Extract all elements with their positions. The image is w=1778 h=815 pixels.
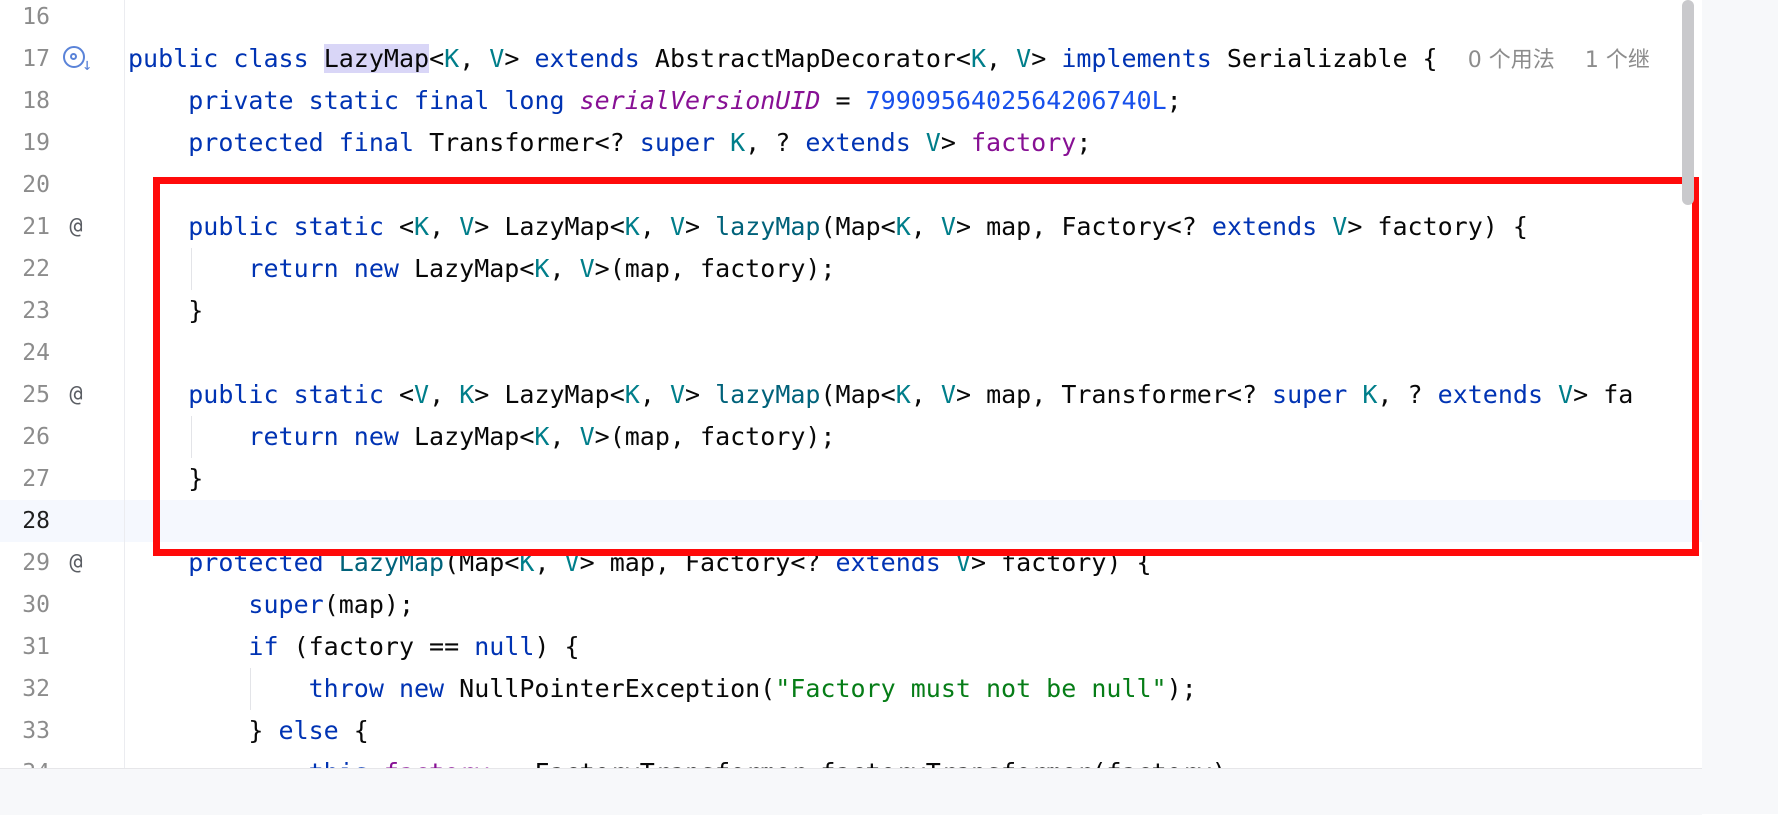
code-text: return new LazyMap<K, V>(map, factory); — [248, 254, 836, 283]
gutter-separator — [124, 0, 125, 768]
code-editor[interactable]: 16 17 ↓ public class LazyMap<K, V> exten… — [0, 0, 1702, 768]
symbol-highlight: LazyMap — [323, 44, 430, 73]
code-line-25[interactable]: 25 @ public static <V, K> LazyMap<K, V> … — [0, 374, 1702, 416]
line-number: 24 — [22, 340, 50, 366]
code-line-31[interactable]: 31 if (factory == null) { — [0, 626, 1702, 668]
line-number: 34 — [0, 752, 50, 768]
line-number: 27 — [22, 466, 50, 492]
line-number: 16 — [22, 4, 50, 30]
line-number: 21 — [22, 214, 50, 240]
line-number: 18 — [22, 88, 50, 114]
indent-guide — [191, 248, 192, 290]
indent-guide — [191, 416, 192, 458]
line-number: 22 — [22, 256, 50, 282]
line-number: 28 — [22, 508, 50, 534]
code-text: public static <V, K> LazyMap<K, V> lazyM… — [188, 380, 1634, 409]
line-number: 31 — [22, 634, 50, 660]
line-number: 20 — [22, 172, 50, 198]
code-line-23[interactable]: 23 } — [0, 290, 1702, 332]
code-text: return new LazyMap<K, V>(map, factory); — [248, 422, 836, 451]
code-line-27[interactable]: 27 } — [0, 458, 1702, 500]
code-line-19[interactable]: 19 protected final Transformer<? super K… — [0, 122, 1702, 164]
code-line-21[interactable]: 21 @ public static <K, V> LazyMap<K, V> … — [0, 206, 1702, 248]
line-number: 33 — [22, 718, 50, 744]
code-text: this.factory = FactoryTransformer.factor… — [128, 752, 1242, 768]
line-number: 30 — [22, 592, 50, 618]
line-number: 26 — [22, 424, 50, 450]
code-line-30[interactable]: 30 super(map); — [0, 584, 1702, 626]
code-line-22[interactable]: 22 return new LazyMap<K, V>(map, factory… — [0, 248, 1702, 290]
code-text: protected LazyMap(Map<K, V> map, Factory… — [188, 548, 1152, 577]
code-line-16[interactable]: 16 — [0, 0, 1702, 38]
code-line-32[interactable]: 32 throw new NullPointerException("Facto… — [0, 668, 1702, 710]
line-number: 25 — [22, 382, 50, 408]
annotation-at-icon[interactable]: @ — [69, 382, 83, 407]
implemented-class-icon[interactable]: ↓ — [63, 46, 92, 75]
line-number: 19 — [22, 130, 50, 156]
code-line-28-current[interactable]: 28 — [0, 500, 1702, 542]
vertical-scrollbar-track[interactable] — [1702, 0, 1778, 814]
code-line-20[interactable]: 20 — [0, 164, 1702, 206]
code-text: public class LazyMap<K, V> extends Abstr… — [128, 44, 1650, 73]
code-text: super(map); — [248, 590, 414, 619]
code-text: throw new NullPointerException("Factory … — [308, 674, 1197, 703]
line-number: 32 — [22, 676, 50, 702]
code-text: } — [188, 464, 204, 493]
code-text: } else { — [248, 716, 369, 745]
code-text: } — [188, 296, 204, 325]
indent-guide — [250, 668, 251, 710]
code-text: public static <K, V> LazyMap<K, V> lazyM… — [188, 212, 1528, 241]
vertical-scrollbar-thumb[interactable] — [1682, 0, 1694, 205]
line-number: 29 — [22, 550, 50, 576]
code-line-18[interactable]: 18 private static final long serialVersi… — [0, 80, 1702, 122]
code-text: private static final long serialVersionU… — [188, 86, 1182, 115]
line-number: 17 — [22, 46, 50, 72]
annotation-at-icon[interactable]: @ — [69, 550, 83, 575]
line-number: 23 — [22, 298, 50, 324]
code-line-34[interactable]: 34 this.factory = FactoryTransformer.fac… — [0, 752, 1702, 768]
implementations-hint[interactable]: 1 个继 — [1584, 48, 1650, 73]
usages-hint[interactable]: 0 个用法 — [1467, 48, 1555, 73]
code-text: if (factory == null) { — [248, 632, 580, 661]
annotation-at-icon[interactable]: @ — [69, 214, 83, 239]
code-line-33[interactable]: 33 } else { — [0, 710, 1702, 752]
code-line-24[interactable]: 24 — [0, 332, 1702, 374]
editor-bottom-strip — [0, 768, 1702, 815]
code-line-26[interactable]: 26 return new LazyMap<K, V>(map, factory… — [0, 416, 1702, 458]
code-line-29[interactable]: 29 @ protected LazyMap(Map<K, V> map, Fa… — [0, 542, 1702, 584]
code-line-17[interactable]: 17 ↓ public class LazyMap<K, V> extends … — [0, 38, 1702, 80]
code-text: protected final Transformer<? super K, ?… — [188, 128, 1092, 157]
